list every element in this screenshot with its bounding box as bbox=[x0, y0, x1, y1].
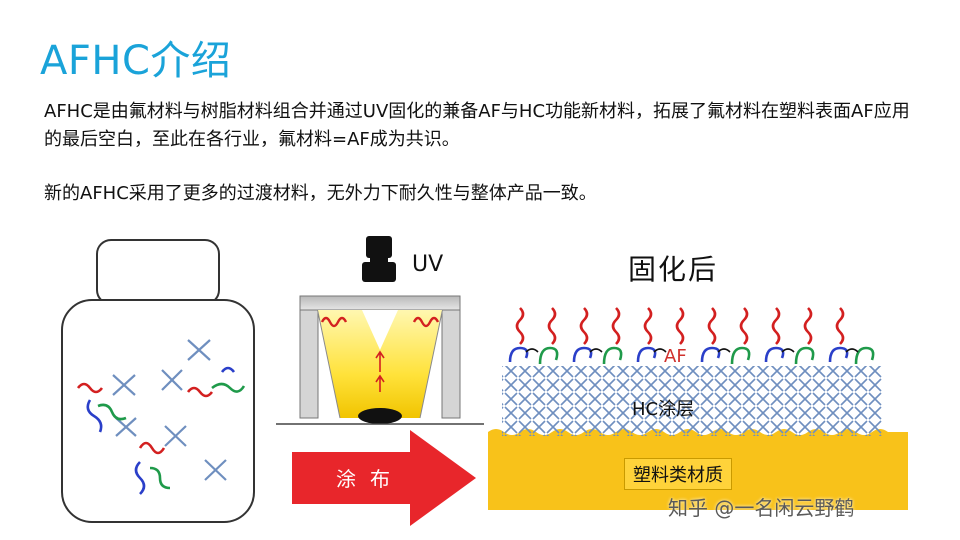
bottle-crosslinker-marks bbox=[112, 339, 227, 481]
coating-arrow bbox=[292, 430, 476, 526]
uv-curing-chamber bbox=[276, 295, 484, 425]
af-layer-label: AF bbox=[664, 346, 687, 367]
af-surface-molecules bbox=[508, 307, 875, 365]
intro-paragraph: AFHC是由氟材料与树脂材料组合并通过UV固化的兼备AF与HC功能新材料，拓展了… bbox=[44, 101, 910, 150]
page-title: AFHC介绍 bbox=[40, 38, 232, 84]
uv-label: UV bbox=[412, 252, 444, 277]
watermark: 知乎 @一名闲云野鹤 bbox=[668, 496, 855, 520]
hc-layer-label: HC涂层 bbox=[632, 399, 695, 420]
uv-lamp bbox=[362, 236, 396, 282]
bottle-af-molecules bbox=[76, 366, 246, 495]
detail-paragraph: 新的AFHC采用了更多的过渡材料，无外力下耐久性与整体产品一致。 bbox=[44, 183, 597, 204]
hc-coating-layer bbox=[502, 366, 882, 436]
substrate-label: 塑料类材质 bbox=[624, 458, 732, 490]
after-curing-label: 固化后 bbox=[628, 253, 719, 286]
coating-arrow-label: 涂布 bbox=[336, 467, 404, 491]
